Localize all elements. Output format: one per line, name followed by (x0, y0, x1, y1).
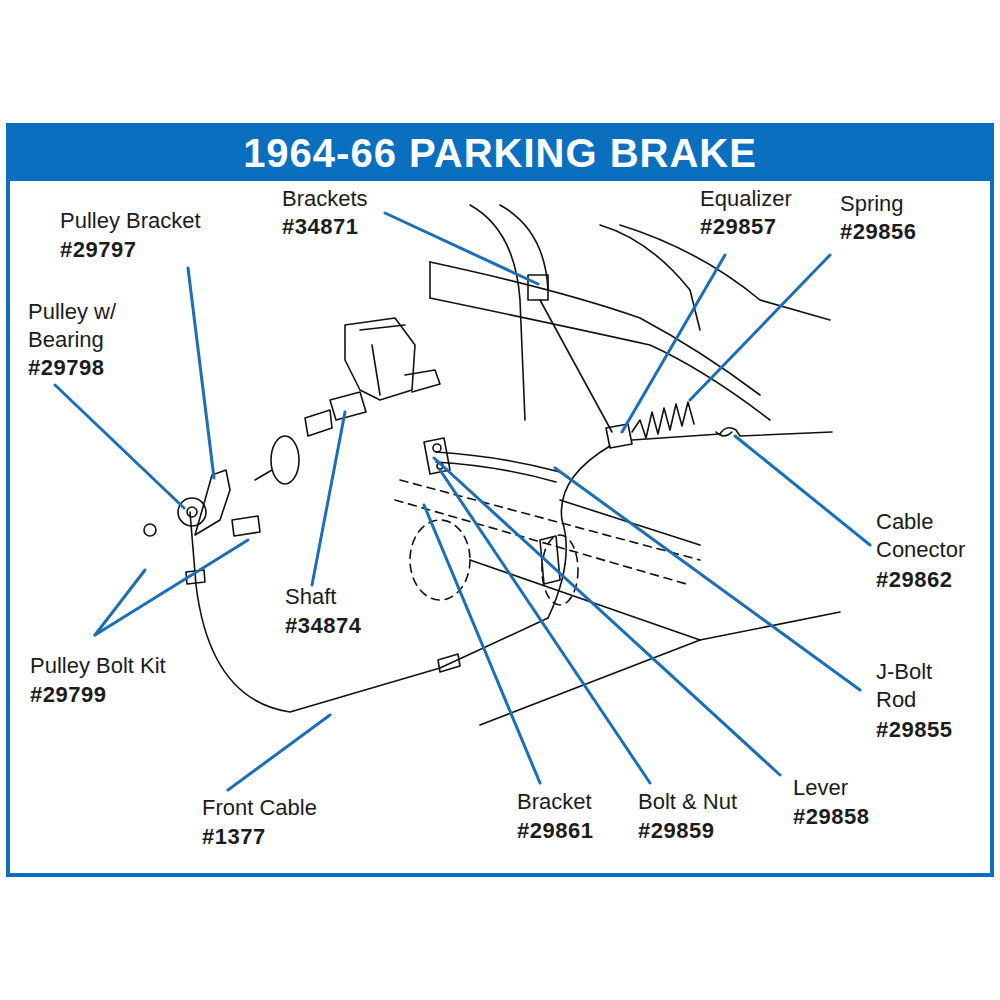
bolt-symbol (433, 444, 441, 452)
body-line (620, 225, 830, 320)
handle-housing (405, 370, 440, 392)
leader-line (228, 715, 330, 790)
part-number: #29862 (876, 566, 991, 594)
rear-cable (632, 434, 720, 440)
equalizer-symbol (606, 424, 632, 448)
leader-line (188, 268, 214, 478)
part-name: Pulley w/ Bearing (28, 298, 148, 354)
part-number: #29799 (30, 681, 230, 709)
leader-line (555, 468, 860, 690)
part-number: #1377 (202, 823, 382, 851)
leader-line (440, 470, 650, 783)
leader-line (95, 570, 145, 635)
leader-lines (55, 213, 870, 790)
part-number: #29797 (60, 236, 260, 264)
cable-connector-symbol (720, 428, 832, 436)
part-name: Pulley Bolt Kit (30, 652, 230, 680)
part-number: #34871 (282, 213, 482, 241)
cable-connector-symbol (716, 432, 732, 436)
part-name: Cable Conector (876, 508, 991, 564)
part-name: J-Bolt Rod (876, 658, 956, 714)
hidden-line (395, 480, 700, 585)
bracket-symbol (528, 275, 548, 300)
shaft-symbol (330, 392, 366, 420)
part-number: #29861 (517, 817, 632, 845)
pulley-symbol (187, 507, 197, 517)
leader-line (385, 213, 538, 284)
part-name: Pulley Bracket (60, 207, 260, 235)
body-line (480, 640, 700, 725)
hidden-line (410, 520, 470, 600)
part-number: #29859 (638, 817, 788, 845)
leader-line (690, 255, 830, 400)
frame-rail (430, 298, 770, 420)
body-line (600, 225, 700, 330)
part-number: #29858 (793, 803, 943, 831)
part-number: #29798 (28, 354, 228, 382)
j-bolt-rod (436, 462, 556, 482)
leader-line (735, 436, 870, 545)
rear-cable (540, 300, 612, 432)
part-number: #29857 (700, 213, 840, 241)
shaft-symbol (255, 470, 272, 480)
part-number: #29855 (876, 716, 991, 744)
leader-line (312, 412, 345, 585)
part-number: #34874 (285, 612, 435, 640)
shaft-disc (271, 436, 299, 484)
frame-rail (429, 262, 431, 298)
part-name: Shaft (285, 583, 435, 611)
leader-line (95, 540, 248, 635)
title-bar (8, 125, 992, 181)
part-name: Bracket (517, 788, 632, 816)
clip-symbol (438, 654, 460, 672)
part-name: Equalizer (700, 185, 840, 213)
title: 1964-66 PARKING BRAKE (8, 125, 992, 181)
leader-line (434, 458, 780, 775)
nut-symbol (144, 524, 156, 536)
leader-line (55, 385, 184, 508)
handle-housing (360, 325, 405, 395)
part-name: Brackets (282, 185, 482, 213)
part-name: Front Cable (202, 794, 382, 822)
shaft-symbol (305, 410, 332, 436)
part-name: Bolt & Nut (638, 788, 788, 816)
spring-symbol (632, 402, 694, 438)
leader-line (424, 505, 540, 783)
part-number: #29856 (840, 218, 980, 246)
bracket-symbol (540, 536, 560, 584)
pulley-symbol (178, 498, 206, 526)
pulley-bracket-symbol (195, 470, 230, 535)
part-name: Spring (840, 190, 980, 218)
leader-line (622, 255, 725, 432)
bolt-symbol (232, 516, 260, 536)
hidden-line (542, 535, 578, 605)
frame (8, 125, 992, 875)
part-name: Lever (793, 774, 943, 802)
drawing (144, 205, 840, 725)
handle-housing (345, 318, 415, 400)
